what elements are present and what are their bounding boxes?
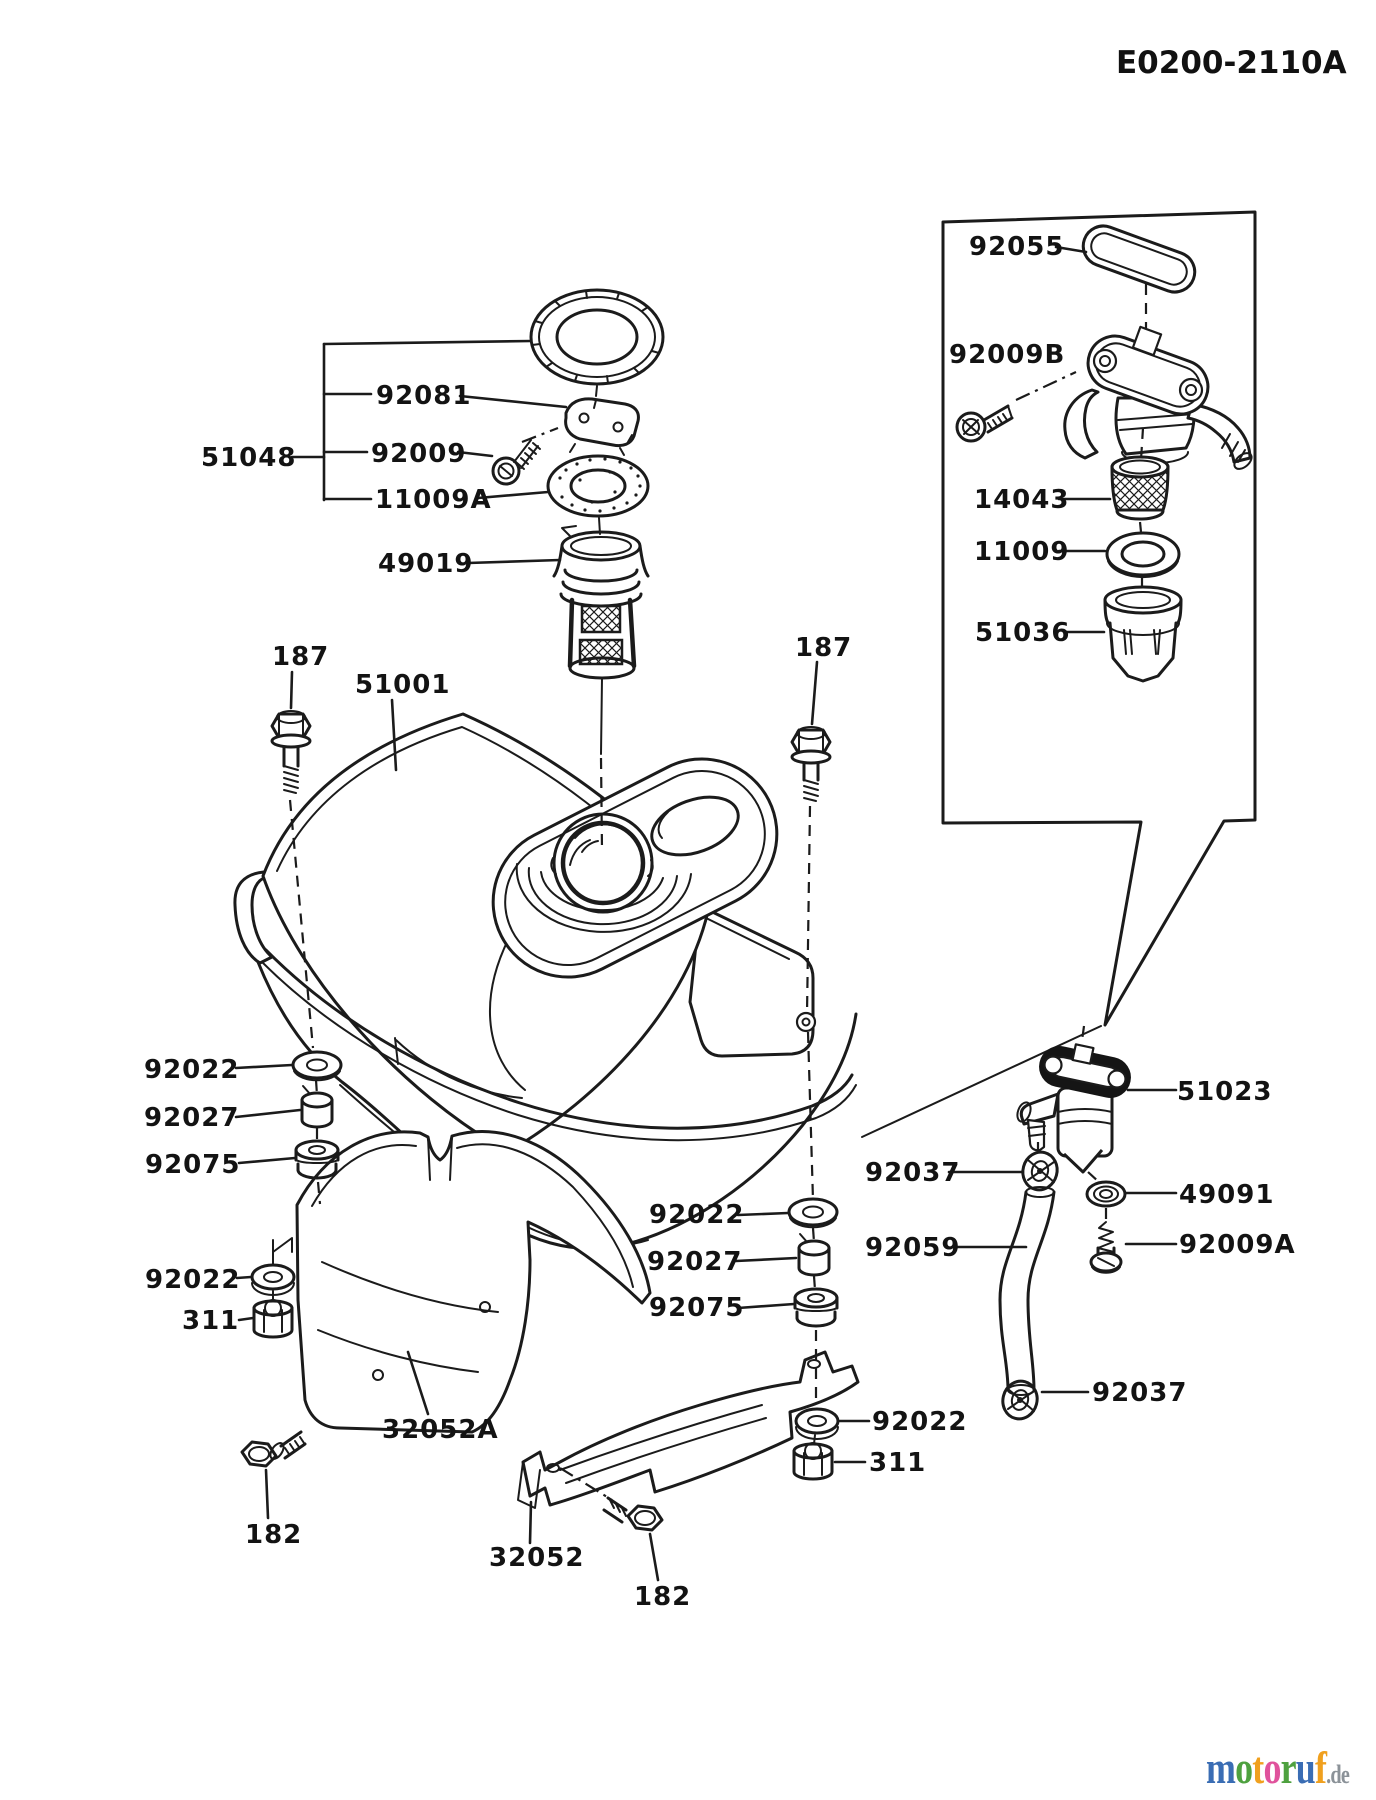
cap-plate-drawing: [564, 397, 640, 456]
callout-92022-l1: 92022: [144, 1055, 240, 1085]
callout-51023: 51023: [1177, 1077, 1273, 1107]
callout-92022-l2: 92022: [145, 1265, 241, 1295]
callout-92027-l: 92027: [144, 1103, 240, 1133]
callout-182-l: 182: [245, 1520, 303, 1550]
strainer-drawing: [552, 525, 650, 680]
watermark-letter: o: [1235, 1742, 1253, 1793]
fuel-valve-drawing: [1016, 1025, 1131, 1174]
callout-51001: 51001: [355, 670, 451, 700]
collar-center-drawing: [797, 1227, 831, 1277]
callout-187-left: 187: [272, 642, 330, 672]
bolt-right-drawing: [559, 1467, 664, 1582]
callout-14043: 14043: [974, 485, 1070, 515]
callout-51048: 51048: [201, 443, 297, 473]
callout-49019: 49019: [378, 549, 474, 579]
collar-left-drawing: [300, 1079, 334, 1129]
callout-92037-u: 92037: [865, 1158, 961, 1188]
callout-92009B: 92009B: [949, 340, 1066, 370]
cap-screw-drawing: [491, 426, 559, 486]
valve-screw-drawing: [1089, 1208, 1123, 1274]
watermark-letter: r: [1280, 1742, 1297, 1793]
callout-11009: 11009: [974, 537, 1070, 567]
callout-92022-c1: 92022: [649, 1200, 745, 1230]
cap-gasket-drawing: [546, 454, 650, 518]
callout-182-r: 182: [634, 1582, 692, 1612]
watermark-logo: motoruf.de: [1206, 1742, 1350, 1793]
valve-washer-drawing: [1085, 1171, 1127, 1208]
washer-center-1-drawing: [787, 1197, 839, 1229]
fuel-tap-drawing: [1063, 284, 1253, 470]
callout-51036: 51036: [975, 618, 1071, 648]
callout-92081: 92081: [376, 381, 472, 411]
callout-92009: 92009: [371, 439, 467, 469]
damper-left-drawing: [294, 1128, 340, 1205]
watermark-letter: t: [1252, 1742, 1264, 1793]
fuel-cap-drawing: [529, 288, 665, 386]
watermark-suffix: .de: [1326, 1760, 1350, 1789]
tap-gasket-drawing: [1105, 521, 1181, 579]
tap-cup-drawing: [1103, 576, 1183, 683]
nut-center-drawing: [792, 1434, 834, 1481]
washer-center-2-drawing: [794, 1407, 840, 1440]
upper-bracket-drawing: [295, 1130, 652, 1434]
tap-screw-drawing: [955, 371, 1077, 443]
filler-neck: [515, 812, 692, 933]
callout-92059: 92059: [865, 1233, 961, 1263]
callout-32052A: 32052A: [382, 1415, 499, 1445]
callout-92009A: 92009A: [1179, 1230, 1296, 1260]
watermark-letter: m: [1206, 1742, 1236, 1793]
callout-92037-lo: 92037: [1092, 1378, 1188, 1408]
fuel-tank-drawing: [233, 712, 858, 1251]
callout-311-c: 311: [869, 1448, 927, 1478]
flange-bolt-right-drawing: [790, 660, 832, 1201]
callout-32052: 32052: [489, 1543, 585, 1573]
fuel-hose-drawing: [998, 1186, 1056, 1396]
detail-box: [941, 210, 1257, 1027]
callout-92022-c2: 92022: [872, 1407, 968, 1437]
clamp-lower-drawing: [1001, 1379, 1039, 1421]
bolt-left-drawing: [240, 1430, 307, 1520]
tank-to-valve-line: [861, 1025, 1102, 1138]
damper-center-drawing: [793, 1275, 839, 1404]
callout-311-l: 311: [182, 1306, 240, 1336]
watermark-letter: f: [1314, 1742, 1327, 1793]
washer-left-1-drawing: [291, 1050, 343, 1082]
leader-lines: [234, 245, 1178, 1545]
callout-92075-c: 92075: [649, 1293, 745, 1323]
washer-left-2-drawing: [250, 1237, 296, 1296]
callout-187-right: 187: [795, 633, 853, 663]
callout-92075-l: 92075: [145, 1150, 241, 1180]
flange-bolt-left-drawing: [270, 670, 315, 1049]
clamp-upper-drawing: [1021, 1142, 1059, 1192]
lower-bracket-drawing: [517, 1350, 860, 1509]
tap-seal-drawing: [1081, 224, 1197, 294]
callout-92055: 92055: [969, 232, 1065, 262]
callout-92027-c: 92027: [647, 1247, 743, 1277]
nut-left-drawing: [252, 1290, 294, 1339]
watermark-letter: u: [1295, 1742, 1316, 1793]
diagram-code: E0200-2110A: [1116, 45, 1347, 81]
tap-filter-drawing: [1110, 427, 1170, 521]
callout-11009A: 11009A: [375, 485, 492, 515]
callout-49091: 49091: [1179, 1180, 1275, 1210]
watermark-letter: o: [1263, 1742, 1281, 1793]
